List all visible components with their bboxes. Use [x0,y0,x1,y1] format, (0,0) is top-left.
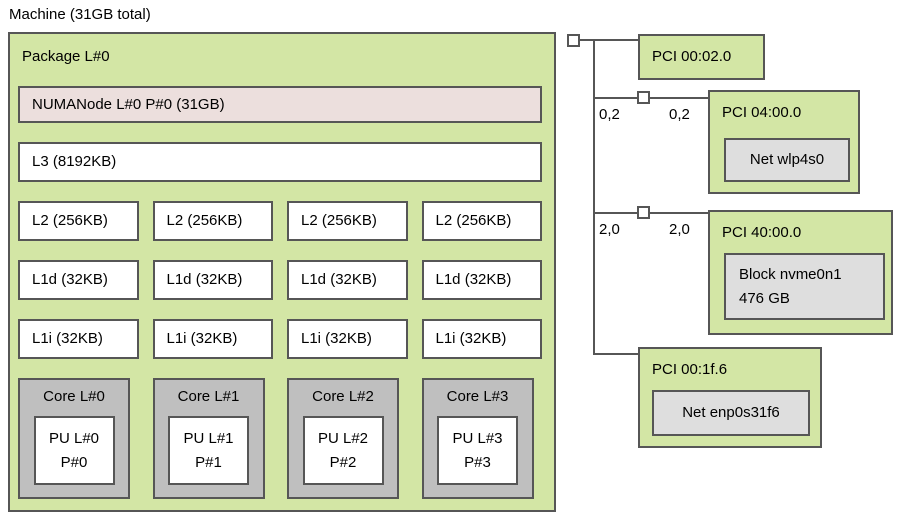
pci-bridge-square [637,206,650,219]
pu-box: PU L#2 P#2 [302,416,384,485]
l1i-cache-box: L1i (32KB) [18,319,139,359]
package-box: Package L#0 NUMANode L#0 P#0 (31GB) L3 (… [8,32,556,512]
l2-cache-box: L2 (256KB) [152,201,273,241]
core-label: Core L#1 [177,388,240,405]
pci-device-label: PCI 00:1f.6 [652,361,728,378]
l2-cache-row: L2 (256KB) L2 (256KB) L2 (256KB) L2 (256… [18,201,542,241]
l1d-cache-box: L1d (32KB) [421,260,542,300]
tree-line [595,97,708,99]
pu-physical-index: P#3 [464,453,491,471]
l2-cache-box: L2 (256KB) [18,201,139,241]
block-device-label: Block nvme0n1 [739,265,842,283]
pci-device-label: PCI 40:00.0 [722,224,802,241]
net-device-box: Net enp0s31f6 [652,390,810,436]
l1d-cache-row: L1d (32KB) L1d (32KB) L1d (32KB) L1d (32… [18,260,542,300]
tree-line [580,39,638,41]
l1d-cache-box: L1d (32KB) [287,260,408,300]
link-speed-label: 2,0 [669,221,690,238]
core-box: Core L#0 PU L#0 P#0 [18,378,130,499]
net-device-label: Net wlp4s0 [749,151,825,168]
core-box: Core L#3 PU L#3 P#3 [421,378,534,499]
l1d-cache-box: L1d (32KB) [152,260,273,300]
pu-box: PU L#0 P#0 [33,416,115,485]
pu-logical-index: PU L#1 [183,429,234,447]
link-speed-label: 0,2 [669,106,690,123]
l1d-cache-box: L1d (32KB) [18,260,139,300]
l2-cache-box: L2 (256KB) [421,201,542,241]
core-label: Core L#3 [446,388,509,405]
pu-physical-index: P#1 [195,453,222,471]
pci-device-box: PCI 40:00.0 Block nvme0n1 476 GB [708,210,893,335]
core-label: Core L#2 [312,388,374,405]
pu-box: PU L#3 P#3 [437,416,518,485]
tree-line [595,353,638,355]
core-box: Core L#2 PU L#2 P#2 [287,378,399,499]
core-label: Core L#0 [43,388,105,405]
l1i-cache-box: L1i (32KB) [152,319,273,359]
l1i-cache-box: L1i (32KB) [287,319,408,359]
block-device-size: 476 GB [739,289,790,307]
block-device-box: Block nvme0n1 476 GB [724,253,885,320]
tree-line [595,212,708,214]
pu-logical-index: PU L#3 [452,429,503,447]
numanode-box: NUMANode L#0 P#0 (31GB) [18,86,542,123]
pu-physical-index: P#2 [329,453,357,471]
host-bridge-square [567,34,580,47]
l1i-cache-row: L1i (32KB) L1i (32KB) L1i (32KB) L1i (32… [18,319,542,359]
pci-device-box: PCI 04:00.0 Net wlp4s0 [708,90,860,194]
tree-trunk-line [593,39,595,355]
package-label: Package L#0 [22,48,110,65]
pu-physical-index: P#0 [60,453,88,471]
pu-logical-index: PU L#2 [317,429,369,447]
pci-device-label: PCI 04:00.0 [722,104,802,121]
link-speed-label: 2,0 [599,221,620,238]
pci-device-box: PCI 00:02.0 [638,34,765,80]
link-speed-label: 0,2 [599,106,620,123]
core-row: Core L#0 PU L#0 P#0 Core L#1 PU L#1 P#1 … [18,378,542,499]
pu-logical-index: PU L#0 [48,429,100,447]
pci-device-label: PCI 00:02.0 [652,48,732,65]
l2-cache-box: L2 (256KB) [287,201,408,241]
pu-box: PU L#1 P#1 [168,416,249,485]
core-box: Core L#1 PU L#1 P#1 [152,378,265,499]
pci-bridge-square [637,91,650,104]
net-device-label: Net enp0s31f6 [682,404,780,421]
machine-label: Machine (31GB total) [9,6,151,23]
pci-device-box: PCI 00:1f.6 Net enp0s31f6 [638,347,822,448]
l3-cache-box: L3 (8192KB) [18,142,542,182]
net-device-box: Net wlp4s0 [724,138,850,182]
l1i-cache-box: L1i (32KB) [421,319,542,359]
